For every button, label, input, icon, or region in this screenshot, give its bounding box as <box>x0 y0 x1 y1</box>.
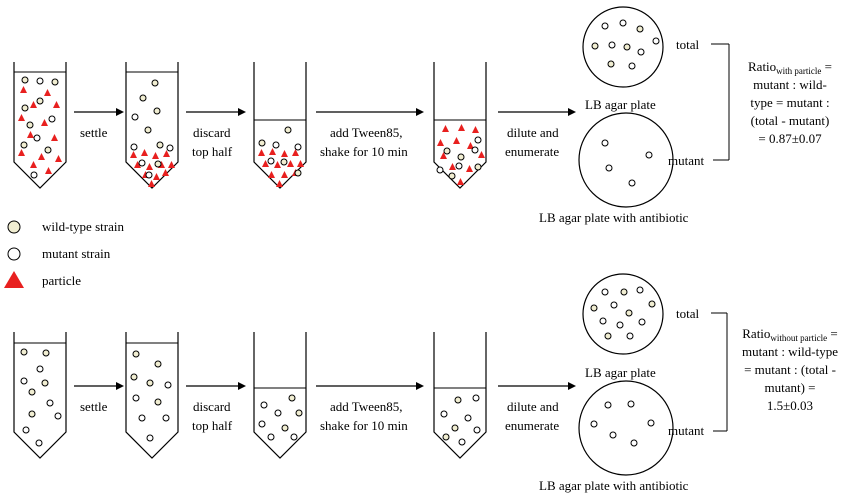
cell-group <box>130 350 172 442</box>
ratio-with-line2: mutant : wild- <box>753 77 827 92</box>
particle-group <box>18 86 62 174</box>
mutant-legend-icon <box>7 247 21 261</box>
ratio-with-suffix: = <box>821 59 832 74</box>
particle-legend-icon <box>4 271 24 288</box>
ratio-without-line3: = mutant : (total - <box>744 362 836 377</box>
arrow-add-tween <box>316 108 424 116</box>
plate-antibiotic-label-row1: LB agar plate with antibiotic <box>539 210 689 225</box>
plate-lb-row2 <box>582 273 664 355</box>
tube-3-bottom-half-row2 <box>253 332 307 459</box>
plate-lb-label-row1: LB agar plate <box>585 97 656 112</box>
tube-4-shaken-row2 <box>433 332 487 459</box>
step-add-label-1: add Tween85, <box>330 125 403 140</box>
tube-2-settled <box>125 62 179 189</box>
ratio-without-line2: mutant : wild-type <box>742 344 838 359</box>
step-dilute-label-2-row2: enumerate <box>505 418 559 433</box>
arrow-discard-row2 <box>186 382 246 390</box>
step-add-label-1-row2: add Tween85, <box>330 399 403 414</box>
arrow-settle <box>74 108 124 116</box>
tube-1-initial <box>13 62 67 189</box>
mutant-label-row1: mutant <box>668 153 704 168</box>
plate-antibiotic-row1 <box>578 112 674 208</box>
ratio-with-prefix: Ratio <box>748 59 776 74</box>
ratio-with-line5: = 0.87±0.07 <box>758 131 822 146</box>
particle-group <box>437 124 485 185</box>
step-add-label-2-row2: shake for 10 min <box>320 418 408 433</box>
cell-group <box>258 126 302 177</box>
cell-group <box>436 136 482 180</box>
arrow-dilute-row2 <box>498 382 576 390</box>
row-without-particle: settle discard top half <box>13 273 838 493</box>
particle-group <box>130 149 175 187</box>
cell-group <box>20 348 62 447</box>
step-discard-label-2: top half <box>192 144 233 159</box>
cell-group <box>440 394 481 446</box>
ratio-without-suffix: = <box>827 326 838 341</box>
step-add-label-2: shake for 10 min <box>320 144 408 159</box>
legend-mutant: mutant strain <box>42 246 111 261</box>
legend-wild-type: wild-type strain <box>42 219 124 234</box>
svg-text:Ratiowithout particle =: Ratiowithout particle = <box>742 326 838 343</box>
ratio-without-line5: 1.5±0.03 <box>767 398 813 413</box>
ratio-without-particle: Ratiowithout particle = mutant : wild-ty… <box>742 326 838 413</box>
ratio-with-line4: (total - mutant) <box>751 113 830 128</box>
cell-group <box>258 394 303 441</box>
cell-group <box>130 79 174 179</box>
arrow-add-tween-row2 <box>316 382 424 390</box>
arrow-settle-row2 <box>74 382 124 390</box>
row-with-particle: settle <box>13 6 832 225</box>
tube-3-bottom-half <box>253 62 307 189</box>
arrow-discard <box>186 108 246 116</box>
step-discard-label-1-row2: discard <box>193 399 231 414</box>
step-discard-label-1: discard <box>193 125 231 140</box>
step-settle-label-row2: settle <box>80 399 108 414</box>
ratio-without-prefix: Ratio <box>742 326 770 341</box>
mutant-label-row2: mutant <box>668 423 704 438</box>
tube-2-settled-row2 <box>125 332 179 459</box>
cell-group <box>20 76 59 179</box>
ratio-without-line4: mutant) = <box>764 380 815 395</box>
step-settle-label: settle <box>80 125 108 140</box>
ratio-with-line3: type = mutant : <box>750 95 829 110</box>
total-label-row2: total <box>676 306 699 321</box>
legend-particle: particle <box>42 273 81 288</box>
step-dilute-label-2: enumerate <box>505 144 559 159</box>
ratio-with-particle: Ratiowith particle = mutant : wild- type… <box>748 59 832 146</box>
plate-antibiotic-label-row2: LB agar plate with antibiotic <box>539 478 689 493</box>
svg-text:Ratiowith particle =: Ratiowith particle = <box>748 59 832 76</box>
wild-type-legend-icon <box>7 220 21 234</box>
ratio-without-subscript: without particle <box>770 333 827 343</box>
plate-antibiotic-row2 <box>578 380 674 476</box>
arrow-dilute <box>498 108 576 116</box>
plate-lb-row1 <box>582 6 664 88</box>
step-dilute-label-1: dilute and <box>507 125 559 140</box>
step-discard-label-2-row2: top half <box>192 418 233 433</box>
particle-group <box>258 148 304 187</box>
legend: wild-type strain mutant strain particle <box>4 219 124 288</box>
tube-4-shaken <box>433 62 487 189</box>
plate-lb-label-row2: LB agar plate <box>585 365 656 380</box>
total-label-row1: total <box>676 37 699 52</box>
step-dilute-label-1-row2: dilute and <box>507 399 559 414</box>
ratio-with-subscript: with particle <box>776 66 821 76</box>
tube-1-initial-row2 <box>13 332 67 459</box>
